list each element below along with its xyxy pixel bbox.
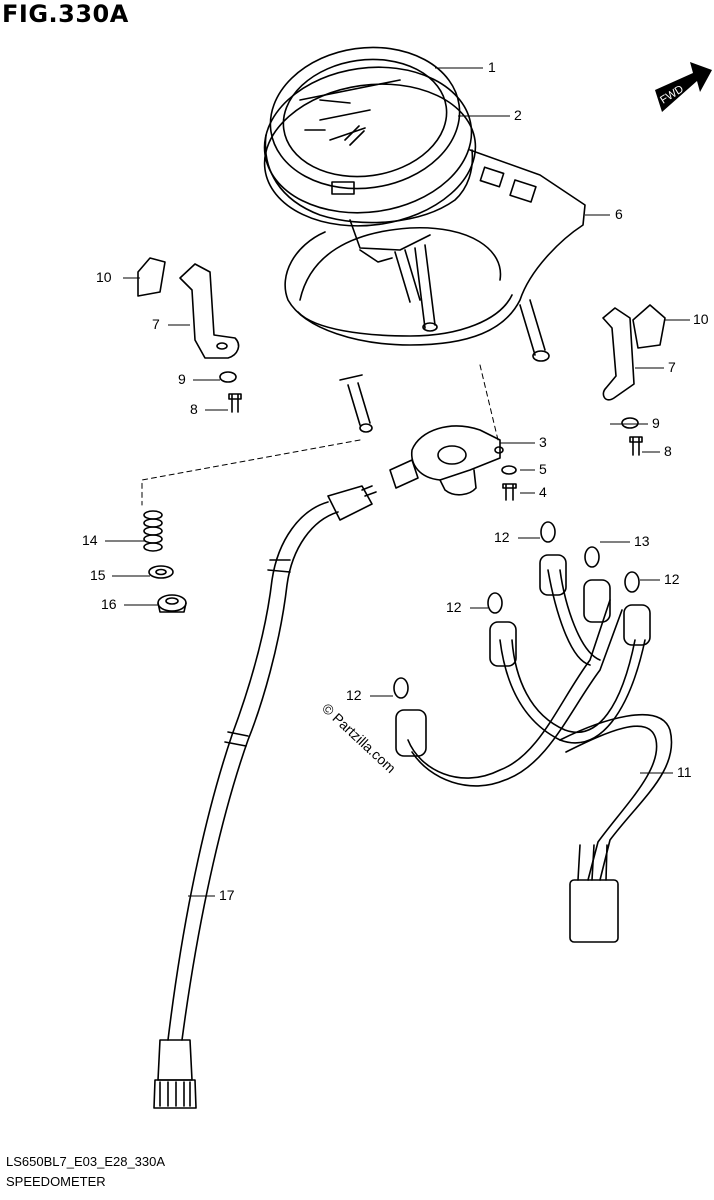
callout-8-right: 8 — [664, 443, 672, 459]
callout-11: 11 — [677, 764, 692, 780]
left-bracket-assembly — [137, 257, 242, 413]
callout-2: 2 — [514, 107, 522, 123]
callout-12-c: 12 — [446, 599, 462, 615]
callout-1: 1 — [488, 59, 496, 75]
callout-5: 5 — [539, 461, 547, 477]
callout-15: 15 — [90, 567, 106, 583]
speedometer-cable — [153, 485, 377, 1109]
callout-12-d: 12 — [346, 687, 362, 703]
callout-12-a: 12 — [494, 529, 510, 545]
callout-7-left: 7 — [152, 316, 160, 332]
screw-4 — [502, 483, 517, 501]
fwd-arrow — [655, 62, 712, 112]
callout-9-left: 9 — [178, 371, 186, 387]
speed-sensor — [389, 425, 504, 496]
meter-bracket — [284, 149, 586, 362]
callout-10-left: 10 — [96, 269, 112, 285]
model-code: LS650BL7_E03_E28_330A — [6, 1154, 166, 1169]
ref-line-stud — [141, 439, 361, 506]
callout-14: 14 — [82, 532, 98, 548]
callout-10-right: 10 — [693, 311, 709, 327]
lower-stud — [339, 374, 373, 433]
figure-title: FIG.330A — [2, 0, 129, 28]
callout-16: 16 — [101, 596, 117, 612]
callout-6: 6 — [615, 206, 623, 222]
callout-3: 3 — [539, 434, 547, 450]
right-bracket-assembly — [602, 304, 666, 456]
page-name: SPEEDOMETER — [6, 1174, 106, 1189]
washer-5 — [501, 465, 517, 475]
ref-line-sensor — [479, 364, 499, 441]
callout-4: 4 — [539, 484, 547, 500]
callout-7-right: 7 — [668, 359, 676, 375]
callout-8-left: 8 — [190, 401, 198, 417]
leader-lines — [105, 67, 690, 897]
spring-washer-stack — [143, 510, 187, 613]
callout-9-right: 9 — [652, 415, 660, 431]
wiring-harness — [393, 521, 673, 943]
callout-13: 13 — [634, 533, 650, 549]
callout-17: 17 — [219, 887, 235, 903]
speedometer-head — [263, 46, 477, 263]
callout-12-b: 12 — [664, 571, 680, 587]
